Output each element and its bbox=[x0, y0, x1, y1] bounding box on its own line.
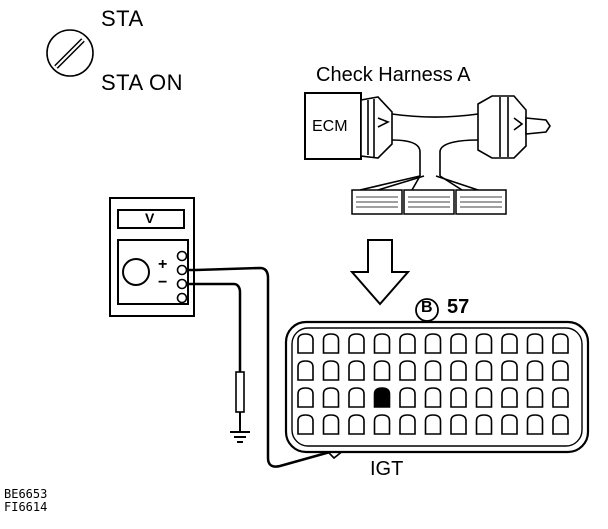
connector-pin bbox=[322, 387, 340, 408]
connector-pin bbox=[501, 360, 518, 381]
connector-pin bbox=[297, 387, 314, 408]
harness-vehicle-connector bbox=[477, 95, 551, 159]
connector-pin bbox=[475, 387, 493, 408]
meter-plus-label: + bbox=[158, 256, 168, 273]
ecm-unit bbox=[304, 92, 362, 160]
connector-pin bbox=[348, 387, 365, 408]
connector-pin bbox=[348, 333, 365, 354]
connector-pin bbox=[552, 414, 569, 435]
connector-pin bbox=[297, 414, 314, 435]
connector-pin bbox=[424, 414, 442, 435]
ground-probe bbox=[235, 371, 245, 432]
connector-pin bbox=[526, 387, 544, 408]
connector-pin bbox=[348, 360, 365, 381]
connector-pin bbox=[450, 333, 467, 354]
connector-pin bbox=[399, 414, 416, 435]
ignition-sta-label: STA bbox=[101, 6, 144, 31]
connector-pin bbox=[373, 333, 391, 354]
connector-pin bbox=[475, 333, 493, 354]
harness-title: Check Harness A bbox=[316, 64, 471, 86]
connector-pin bbox=[348, 414, 365, 435]
connector-pin bbox=[501, 414, 518, 435]
connector-pin bbox=[450, 387, 467, 408]
connector-pin bbox=[526, 333, 544, 354]
connector-letter: B bbox=[421, 299, 433, 316]
test-leads bbox=[186, 266, 331, 468]
connector-pin bbox=[526, 414, 544, 435]
ground-icon bbox=[230, 431, 250, 443]
connector-pin bbox=[424, 387, 442, 408]
terminal-igt-label: IGT bbox=[370, 458, 404, 480]
connector-pin bbox=[297, 333, 314, 354]
connector-pin bbox=[322, 414, 340, 435]
connector-pin bbox=[501, 387, 518, 408]
figure-code-2: FI6614 bbox=[4, 500, 48, 514]
connector-pin bbox=[297, 360, 314, 381]
connector-pin bbox=[373, 414, 391, 435]
ignition-key-icon bbox=[46, 29, 94, 77]
connector-pin bbox=[552, 333, 569, 354]
connector-pin bbox=[424, 333, 442, 354]
harness-sub-connectors bbox=[351, 189, 507, 215]
connector-pin bbox=[475, 360, 493, 381]
connector-pin bbox=[399, 387, 416, 408]
connector-number: 57 bbox=[447, 296, 470, 318]
down-arrow-icon bbox=[349, 239, 411, 306]
connector-pin bbox=[526, 360, 544, 381]
connector-pin bbox=[450, 414, 467, 435]
connector-pin bbox=[501, 333, 518, 354]
connector-pin bbox=[552, 387, 569, 408]
connector-pin bbox=[322, 360, 340, 381]
connector-pin bbox=[399, 360, 416, 381]
connector-pin bbox=[373, 360, 391, 381]
connector-pin bbox=[322, 333, 340, 354]
meter-minus-label: − bbox=[158, 274, 168, 291]
voltmeter bbox=[109, 197, 195, 317]
ecm-label: ECM bbox=[312, 118, 348, 135]
connector-pin bbox=[552, 360, 569, 381]
connector-pin bbox=[475, 414, 493, 435]
connector-letter-circle bbox=[415, 298, 439, 322]
connector-pin bbox=[424, 360, 442, 381]
harness-ecm-connector bbox=[360, 96, 393, 159]
ignition-sta-on-label: STA ON bbox=[101, 70, 184, 95]
connector-pin bbox=[450, 360, 467, 381]
connector-pin bbox=[399, 333, 416, 354]
figure-code-1: BE6653 bbox=[4, 487, 48, 501]
connector-pin-grid bbox=[297, 333, 569, 435]
pin-igt bbox=[373, 387, 391, 408]
harness-cable bbox=[359, 113, 479, 191]
meter-mode-label: V bbox=[145, 210, 155, 226]
